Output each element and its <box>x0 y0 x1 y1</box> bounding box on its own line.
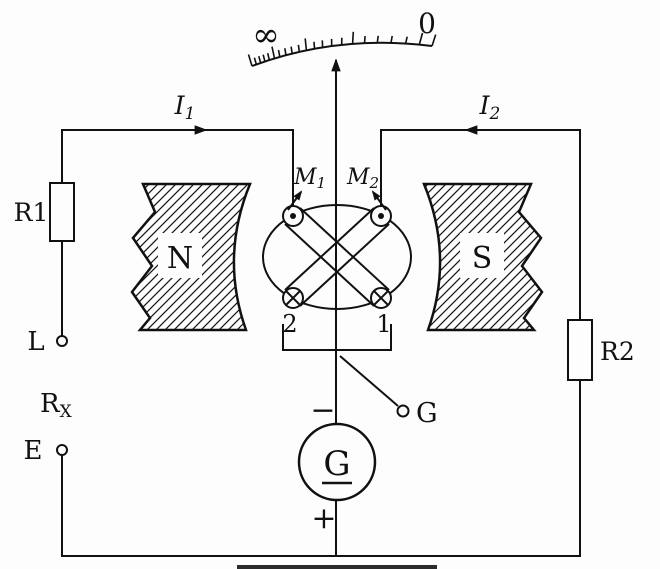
scale-tick <box>297 44 301 53</box>
torque-m1-arrow <box>287 190 303 211</box>
coil-terminal-1-label: 1 <box>376 310 391 338</box>
pole-south-letterbox <box>460 233 504 278</box>
pole-north-letterbox <box>158 233 202 278</box>
rx-base: R <box>40 389 61 419</box>
i1-base: I <box>174 91 186 120</box>
generator-minus-sign: − <box>310 393 335 428</box>
coil-terminal-2-label: 2 <box>282 310 297 338</box>
scale-ticks <box>247 31 437 67</box>
meter-scale: ∞ 0 <box>247 7 437 67</box>
i2-base: I <box>479 91 491 120</box>
resistors: R1 R2 <box>14 182 635 381</box>
scale-tick <box>431 34 437 47</box>
coil2-side-b <box>299 223 390 307</box>
current-i1-label: I1 <box>174 91 196 124</box>
terminal-E-label: E <box>24 436 43 466</box>
scale-tick <box>404 36 408 44</box>
scale-tick <box>363 36 366 44</box>
pole-south-label: S <box>472 241 493 276</box>
scale-tick <box>290 46 293 54</box>
scale-tick <box>271 46 276 59</box>
m2-base: M <box>346 165 370 190</box>
torque-m2-label: M2 <box>346 165 379 192</box>
coil2-side-a <box>284 207 375 291</box>
scale-arc <box>251 41 433 67</box>
resistor-r1-label: R1 <box>14 198 49 227</box>
circuit-wiring: I1 I2 <box>61 91 581 557</box>
m1-sub: 1 <box>316 174 326 192</box>
scale-tick <box>258 55 262 64</box>
unknown-resistance-label: RX <box>40 389 73 422</box>
i1-sub: 1 <box>185 104 196 124</box>
current-cross-left <box>285 290 301 306</box>
rx-sub: X <box>60 402 73 422</box>
resistor-r2 <box>567 319 593 381</box>
current-i2-label: I2 <box>479 91 501 124</box>
torque-m2-arrow <box>371 190 387 211</box>
generator-plus-sign: + <box>311 501 336 536</box>
scale-tick <box>247 54 253 67</box>
scale-tick <box>304 38 308 51</box>
current-dot-right <box>378 213 384 219</box>
wire-bottom <box>61 380 581 557</box>
scale-tick <box>390 35 393 43</box>
scale-tick <box>262 54 266 62</box>
torque-m1-label: M1 <box>293 165 326 192</box>
scale-tick <box>284 48 287 56</box>
measurement-terminals: L E RX <box>24 327 73 466</box>
m1-base: M <box>293 165 317 190</box>
current-cross-right <box>373 290 389 306</box>
coil1-side-b <box>284 223 375 307</box>
scale-tick <box>351 31 355 44</box>
terminal-L <box>56 335 68 347</box>
scale-tick <box>266 53 271 61</box>
resistor-r2-label: R2 <box>600 337 635 366</box>
scale-tick <box>313 41 316 49</box>
guard-wire <box>339 355 399 407</box>
terminal-G <box>396 404 410 418</box>
scale-infinity-label: ∞ <box>252 15 280 54</box>
m2-sub: 2 <box>368 174 379 192</box>
i2-sub: 2 <box>489 104 501 124</box>
terminal-E <box>56 444 68 456</box>
scale-tick <box>376 35 379 43</box>
scale-tick <box>418 32 424 45</box>
current-dot-left <box>290 213 296 219</box>
generator-label: G <box>323 444 350 484</box>
scale-zero-label: 0 <box>418 7 436 40</box>
pole-north-label: N <box>167 241 193 276</box>
generator-section: G − G + <box>297 355 438 556</box>
resistor-r1 <box>49 182 75 242</box>
magnet-poles: N S <box>130 182 544 332</box>
scale-tick <box>277 49 281 58</box>
coil1-side-a <box>299 207 390 291</box>
terminal-G-label: G <box>416 398 438 429</box>
terminal-L-label: L <box>27 327 44 357</box>
image-bottom-artifact <box>237 565 437 569</box>
scale-tick <box>253 57 258 65</box>
